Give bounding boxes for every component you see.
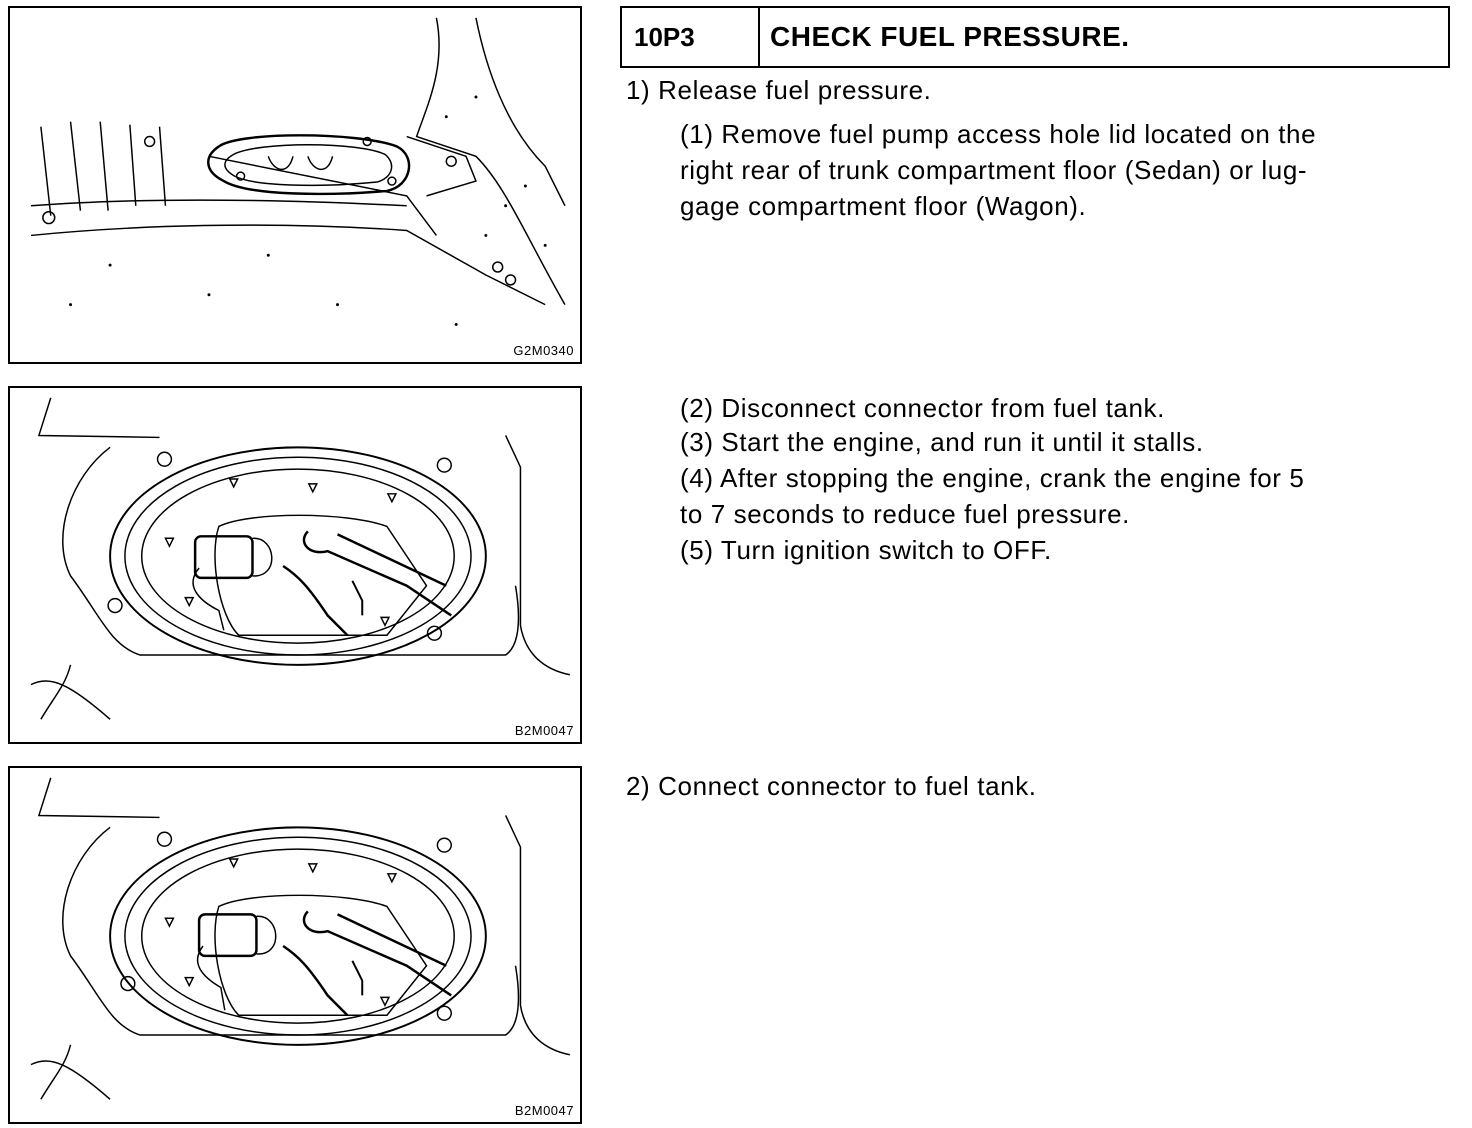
step-number: 10P3 — [622, 8, 760, 66]
instruction-1-3: (3) Start the engine, and run it until i… — [680, 427, 1204, 457]
figure-access-lid: G2M0340 — [8, 6, 582, 364]
instruction-1-4-line2: to 7 seconds to reduce fuel pressure. — [680, 499, 1131, 529]
instruction-1-4-line1: (4) After stopping the engine, crank the… — [680, 463, 1305, 493]
trunk-floor-illustration — [30, 17, 566, 326]
figure-fuel-pump-reconnect: B2M0047 — [8, 766, 582, 1124]
fuel-pump-illustration — [30, 777, 571, 1100]
instruction-1-1-line3: gage compartment floor (Wagon). — [680, 191, 1087, 221]
instruction-1: 1) Release fuel pressure. — [626, 75, 932, 105]
figure-fuel-pump-connector: B2M0047 — [8, 386, 582, 744]
instruction-1-1-line2: right rear of trunk compartment floor (S… — [680, 155, 1308, 185]
instruction-1-2: (2) Disconnect connector from fuel tank. — [680, 393, 1165, 423]
instruction-2: 2) Connect connector to fuel tank. — [626, 771, 1037, 801]
step-title: CHECK FUEL PRESSURE. — [770, 21, 1130, 52]
step-header: 10P3 CHECK FUEL PRESSURE. — [620, 6, 1450, 68]
instruction-1-1-line1: (1) Remove fuel pump access hole lid loc… — [680, 119, 1317, 149]
figure-code: B2M0047 — [514, 1103, 574, 1118]
fuel-pump-illustration — [30, 397, 571, 720]
figure-code: B2M0047 — [514, 723, 574, 738]
instruction-1-5: (5) Turn ignition switch to OFF. — [680, 535, 1052, 565]
figure-code: G2M0340 — [513, 343, 574, 358]
